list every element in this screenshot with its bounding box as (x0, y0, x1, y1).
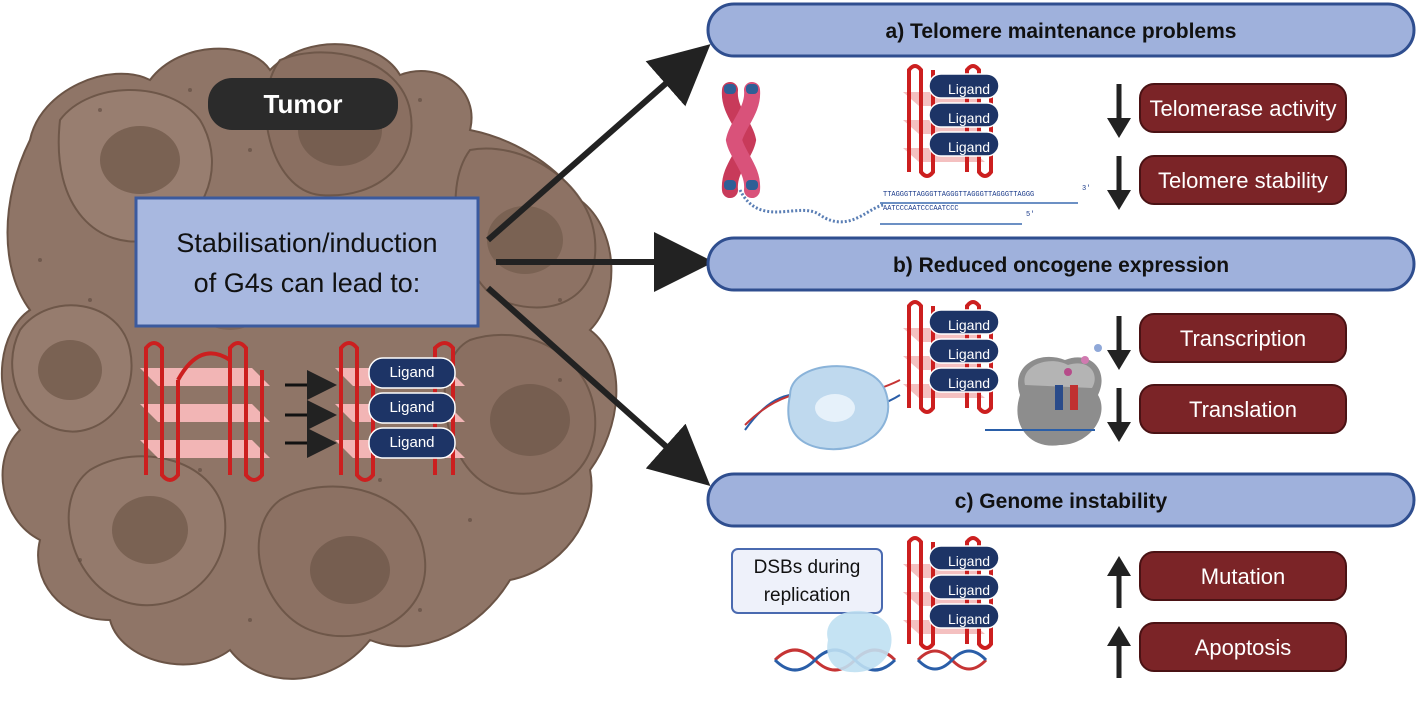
ligand-label: Ligand (948, 139, 990, 155)
ligand-label: Ligand (948, 375, 990, 391)
section-a-title: a) Telomere maintenance problems (886, 20, 1237, 43)
effect-label-telomere-stability: Telomere stability (1158, 168, 1328, 193)
chromosome-icon (721, 82, 886, 224)
effect-label-translation: Translation (1189, 397, 1297, 422)
dsb-note-box (731, 548, 883, 614)
effect-box (1139, 384, 1347, 434)
up-arrow-icon (1107, 556, 1131, 608)
tumor-label-box (208, 78, 398, 130)
ligand-label: Ligand (389, 364, 434, 381)
tumor-cluster (0, 43, 618, 680)
ligand-label: Ligand (948, 611, 990, 627)
up-arrow-icon (1107, 626, 1131, 678)
effect-label-apoptosis: Apoptosis (1195, 635, 1292, 660)
effect-box (1139, 83, 1347, 133)
down-arrow-icon (1107, 316, 1131, 370)
effect-box (1139, 155, 1347, 205)
dna-helix-icon (773, 610, 988, 673)
ribosome-icon (985, 344, 1102, 446)
rna-polymerase-icon (744, 365, 901, 451)
telomere-sequence-bottom: AATCCCAATCCCAATCCC (883, 205, 959, 213)
info-line-2: of G4s can lead to: (194, 268, 421, 298)
prime-3-label: 3' (1082, 185, 1090, 193)
down-arrow-icon (1107, 84, 1131, 138)
section-b-header: b) Reduced oncogene expression (706, 236, 1416, 292)
effect-box (1139, 551, 1347, 601)
ligand-label: Ligand (948, 346, 990, 362)
ligand-label: Ligand (948, 582, 990, 598)
section-b-title: b) Reduced oncogene expression (893, 254, 1229, 277)
telomere-sequence-top: TTAGGGTTAGGGTTAGGGTTAGGGTTAGGGTTAGGG (883, 191, 1034, 199)
section-c-header: c) Genome instability (706, 472, 1416, 528)
ligand-label: Ligand (389, 399, 434, 416)
prime-5-label: 5' (1026, 211, 1034, 219)
info-line-1: Stabilisation/induction (176, 228, 437, 258)
ligand-label: Ligand (948, 110, 990, 126)
ligand-label: Ligand (389, 434, 434, 451)
info-box (134, 196, 480, 328)
ligand-label: Ligand (948, 553, 990, 569)
g4-structure (140, 341, 270, 482)
section-arrows (486, 44, 714, 486)
effect-label-mutation: Mutation (1201, 564, 1285, 589)
dsb-note-line-2: replication (764, 585, 851, 606)
effect-box (1139, 622, 1347, 672)
effect-box (1139, 313, 1347, 363)
down-arrow-icon (1107, 156, 1131, 210)
ligand-label: Ligand (948, 81, 990, 97)
section-c-title: c) Genome instability (955, 490, 1168, 513)
effect-label-transcription: Transcription (1180, 326, 1306, 351)
g4-ligand-structure (335, 341, 465, 482)
section-a-header: a) Telomere maintenance problems (706, 2, 1416, 58)
dsb-note-line-1: DSBs during (754, 557, 861, 578)
conversion-arrows (285, 370, 337, 458)
tumor-label: Tumor (264, 89, 343, 119)
down-arrow-icon (1107, 388, 1131, 442)
ligand-label: Ligand (948, 317, 990, 333)
effect-label-telomerase-activity: Telomerase activity (1149, 96, 1336, 121)
